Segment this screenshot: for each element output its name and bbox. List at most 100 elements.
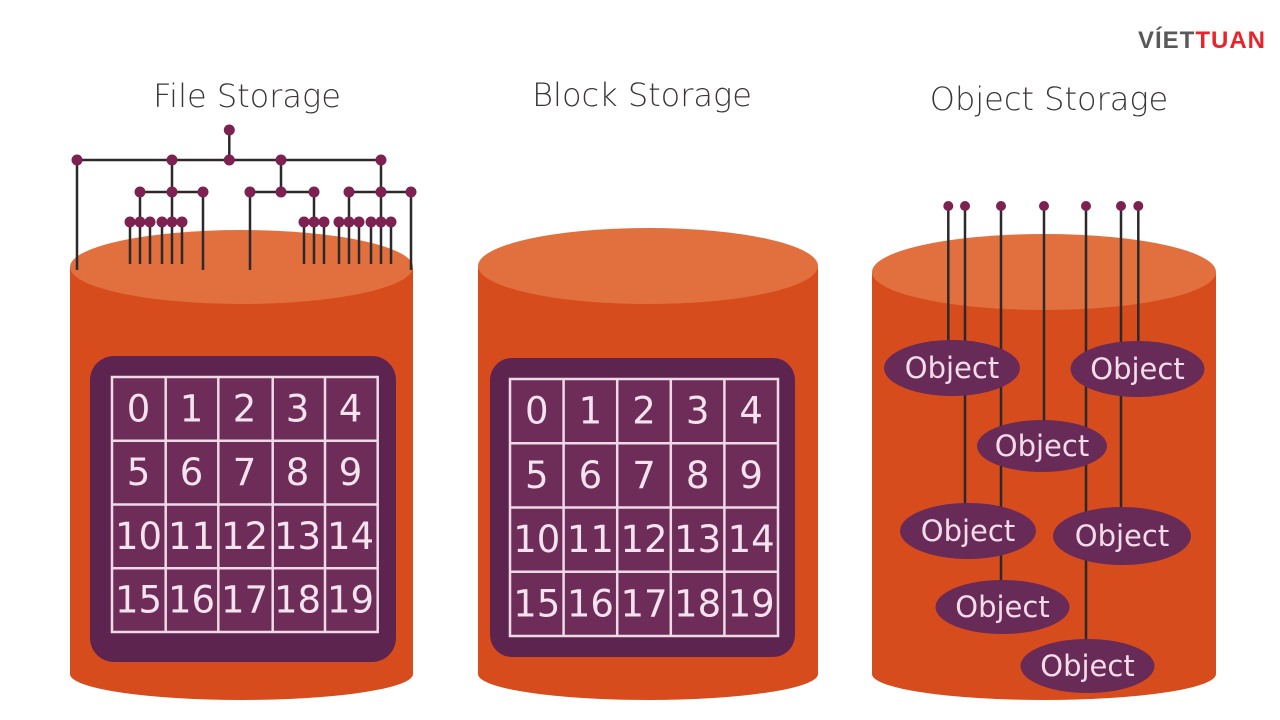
block-number: 5 (127, 451, 151, 494)
connector-dot (1039, 201, 1049, 211)
block-number: 3 (286, 387, 310, 430)
block-number: 14 (728, 518, 775, 561)
tree-dot (176, 216, 188, 228)
tree-dot (144, 216, 156, 228)
block-number: 0 (127, 387, 151, 430)
block-number: 6 (180, 451, 204, 494)
object-label: Object (1090, 352, 1184, 386)
tree-dot (308, 216, 320, 228)
tree-dot (333, 216, 345, 228)
object-ellipse (1070, 341, 1205, 397)
file-grid-lines (110, 375, 379, 634)
block-number: 4 (339, 387, 363, 430)
tree-dot (318, 216, 330, 228)
tree-dot (166, 186, 178, 198)
block-number: 16 (168, 579, 215, 622)
tree-dot (244, 186, 256, 198)
object-bubbles: Object Object Object Object Object Objec… (884, 340, 1205, 693)
block-number: 15 (115, 579, 162, 622)
file-tree-dots (71, 124, 417, 228)
tree-dot (343, 186, 355, 198)
connector-dot (943, 201, 954, 211)
block-number: 1 (579, 390, 603, 433)
logo-text-primary: VÍET (1138, 27, 1196, 54)
block-number: 1 (180, 387, 204, 430)
block-grid-numbers: 0 1 2 3 4 5 6 7 8 9 10 11 12 13 14 15 16… (513, 390, 774, 626)
block-number: 8 (686, 454, 710, 497)
tree-dot (223, 154, 235, 166)
connector-dot (1081, 201, 1091, 211)
object-label: Object (995, 429, 1089, 463)
cylinder-top (478, 228, 818, 304)
block-number: 13 (274, 515, 321, 558)
block-number: 18 (274, 579, 321, 622)
block-number: 12 (221, 515, 268, 558)
cylinder-top (70, 230, 413, 304)
block-number: 7 (233, 451, 257, 494)
viettuan-logo: VÍETTUAN (1138, 27, 1266, 55)
block-number: 17 (620, 582, 667, 625)
tree-dot (375, 186, 387, 198)
object-ellipse (884, 340, 1020, 396)
panel-title-object: Object Storage (930, 80, 1168, 118)
tree-dot (298, 216, 310, 228)
file-grid-numbers: 0 1 2 3 4 5 6 7 8 9 10 11 12 13 14 15 16… (115, 387, 374, 621)
panel-title-block: Block Storage (532, 76, 752, 114)
block-number: 3 (686, 390, 710, 433)
block-number: 5 (525, 454, 549, 497)
object-label: Object (1040, 649, 1134, 683)
tree-dot (223, 124, 235, 136)
block-number: 2 (632, 390, 656, 433)
object-label: Object (905, 351, 999, 385)
block-number: 12 (620, 518, 667, 561)
tree-dot (166, 216, 178, 228)
block-number: 11 (168, 515, 215, 558)
tree-dot (124, 216, 136, 228)
tree-dot (308, 186, 320, 198)
tree-dot (71, 154, 83, 166)
connector-dot (996, 201, 1006, 211)
panel-title-file: File Storage (153, 77, 341, 115)
block-number: 11 (567, 518, 614, 561)
block-number: 16 (567, 582, 614, 625)
block-number: 10 (513, 518, 560, 561)
tree-dot (375, 216, 387, 228)
block-grid-lines (508, 377, 780, 638)
object-ellipse (1020, 639, 1155, 693)
tree-dot (275, 186, 287, 198)
object-ellipse (1053, 507, 1191, 565)
logo-text-accent: TUAN (1195, 27, 1266, 54)
block-number: 13 (674, 518, 721, 561)
tree-dot (375, 154, 387, 166)
tree-dot (275, 154, 287, 166)
block-number: 15 (513, 582, 560, 625)
tree-dot (385, 216, 397, 228)
connector-dot (1116, 201, 1126, 211)
block-number: 6 (579, 454, 603, 497)
block-number: 9 (339, 451, 363, 494)
block-number: 7 (632, 454, 656, 497)
block-number: 17 (221, 579, 268, 622)
block-number: 14 (327, 515, 374, 558)
object-label: Object (921, 514, 1015, 548)
block-storage-panel: Block Storage 0 1 2 3 4 5 6 7 8 9 10 11 … (478, 76, 818, 700)
tree-dot (166, 154, 178, 166)
block-number: 8 (286, 451, 310, 494)
tree-dot (134, 186, 146, 198)
tree-dot (134, 216, 146, 228)
object-label: Object (955, 590, 1049, 624)
object-label: Object (1075, 519, 1169, 553)
tree-dot (197, 186, 209, 198)
object-ellipse (977, 420, 1107, 472)
block-number: 19 (728, 582, 775, 625)
object-connector-dots (943, 201, 1144, 211)
block-number: 4 (739, 390, 763, 433)
object-storage-panel: Object Storage Object Object Object Obje… (872, 80, 1216, 700)
block-number: 0 (525, 390, 549, 433)
tree-dot (405, 186, 417, 198)
object-ellipse (900, 503, 1036, 559)
block-number: 9 (739, 454, 763, 497)
connector-dot (1133, 201, 1144, 211)
